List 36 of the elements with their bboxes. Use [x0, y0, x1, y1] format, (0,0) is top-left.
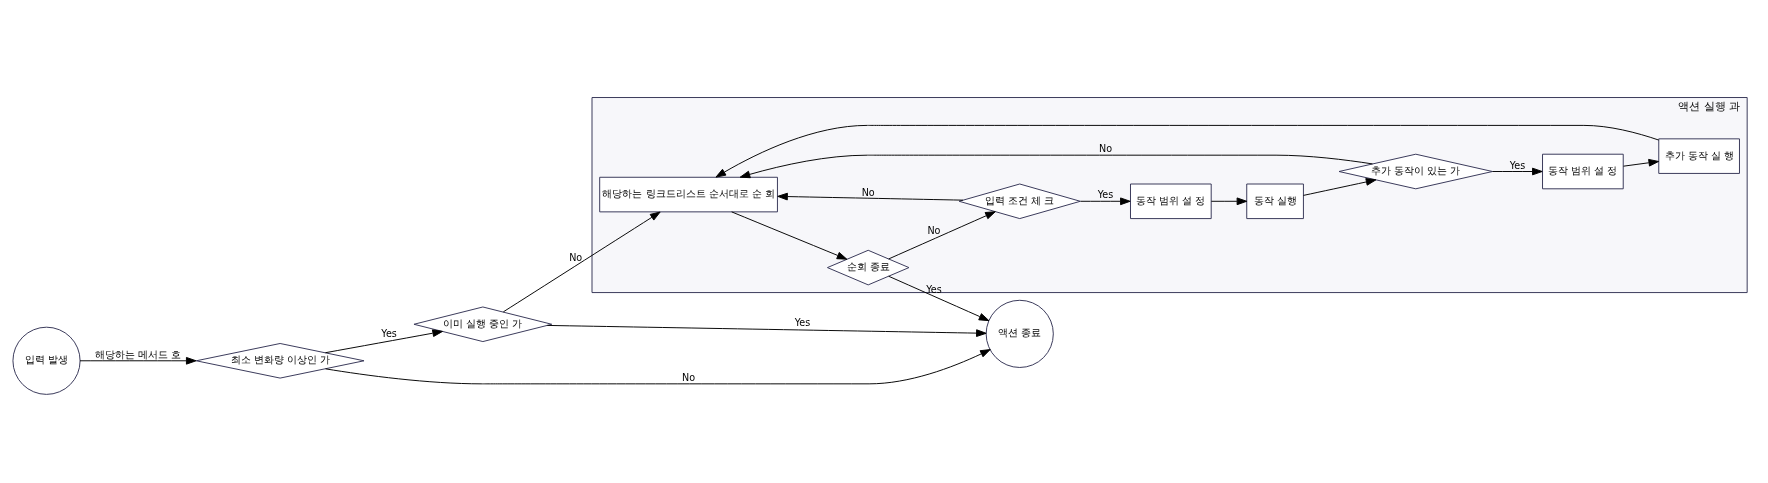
arrow: [79, 356, 197, 365]
edge-label: Yes: [926, 283, 942, 295]
edge-label: Yes: [1509, 159, 1526, 171]
arrow: [1492, 167, 1543, 175]
edge-label: Yes: [794, 316, 811, 328]
node-diamond: 이미 실행 중인 가: [413, 306, 553, 342]
arrow: [324, 328, 443, 353]
node-box: 추가 동작 실 행: [1658, 137, 1740, 174]
arrow: [1303, 177, 1377, 196]
edge-label: 해당하는 메서드 호: [94, 348, 182, 360]
arrow: [888, 275, 990, 321]
node-box: 동작 범위 설 정: [1542, 153, 1624, 189]
arrow: [888, 210, 996, 259]
arrow: [1623, 158, 1660, 167]
edge-label: No: [927, 224, 941, 236]
edge-label: No: [1098, 142, 1113, 154]
node-box: 해당하는 링크드리스트 순서대로 순 회: [599, 176, 778, 212]
arrow: [739, 154, 1373, 178]
arrow: [715, 124, 1660, 178]
node-box: 동작 실행: [1246, 183, 1304, 219]
arrow: [731, 210, 848, 260]
node-box: 동작 범위 설 정: [1130, 183, 1212, 219]
node-diamond: 최소 변화량 이상인 가: [195, 342, 365, 379]
node-circle: 액션 종료: [985, 299, 1054, 368]
edge-label: No: [861, 186, 875, 198]
arrow: [546, 324, 987, 337]
node-circle: 입력 발생: [12, 326, 81, 395]
arrow: [325, 348, 991, 384]
arrow: [502, 211, 661, 312]
edge-label: No: [682, 371, 696, 383]
arrow: [1080, 196, 1131, 205]
arrow: [1210, 196, 1248, 205]
arrow: [777, 192, 964, 201]
edge-label: Yes: [1097, 188, 1114, 200]
edge-label: Yes: [381, 327, 397, 339]
edge-label: No: [569, 251, 583, 263]
